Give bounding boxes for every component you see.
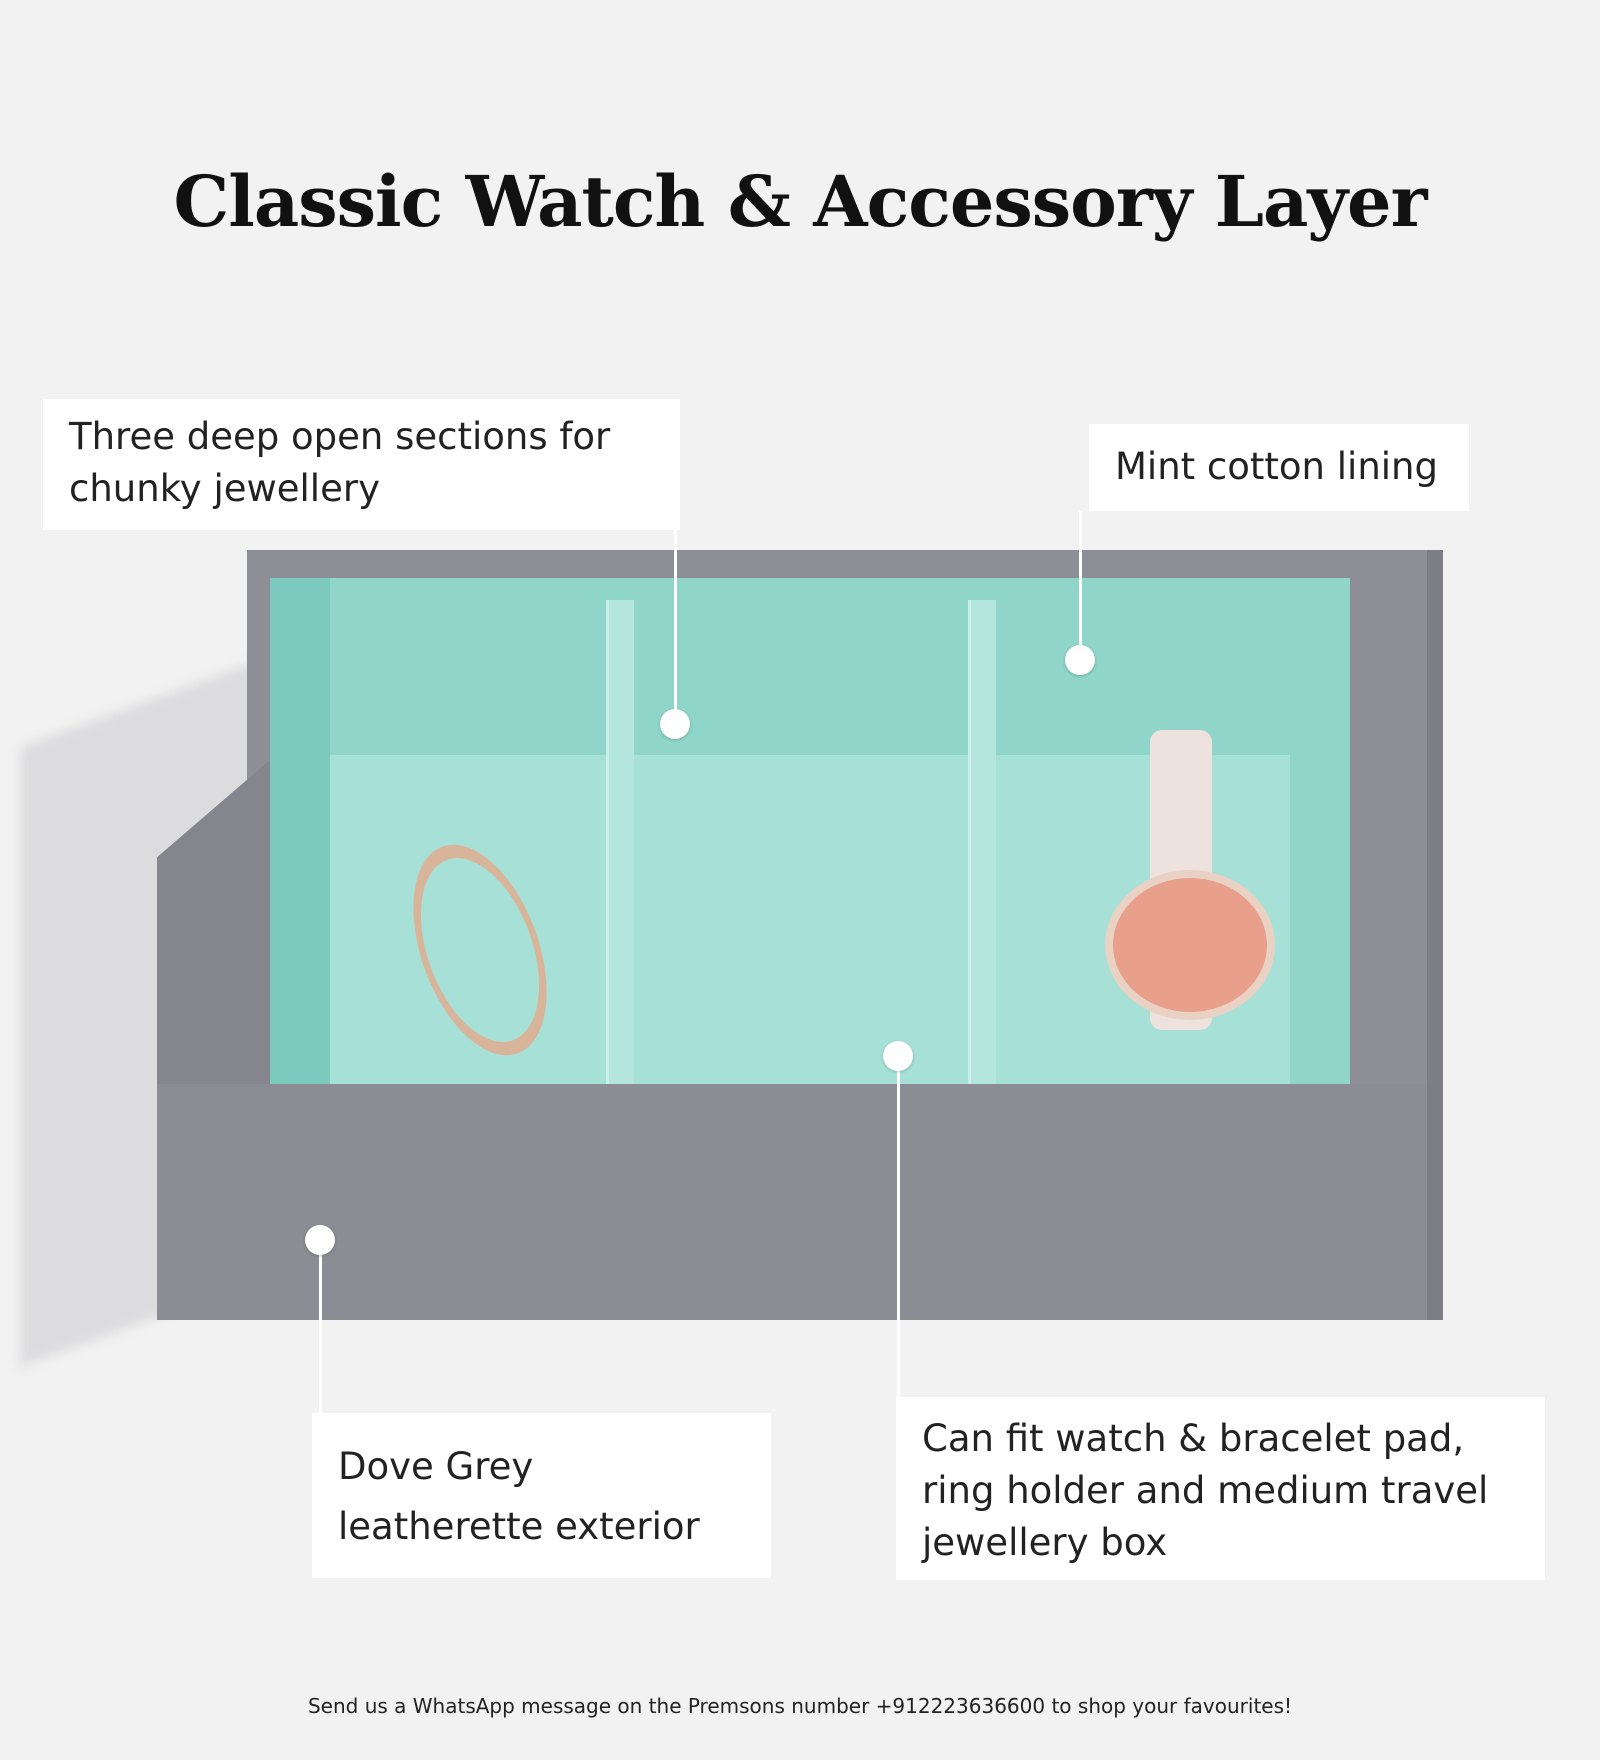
callout-text: chunky jewellery	[69, 467, 380, 510]
tray-divider	[606, 600, 634, 1084]
tray-inner-wall-left	[270, 578, 330, 1084]
callout-text: Mint cotton lining	[1115, 445, 1438, 488]
watch-face-image	[1105, 870, 1275, 1020]
callout-text: ring holder and medium travel	[922, 1469, 1489, 1512]
callout-line	[319, 1240, 322, 1413]
page-title: Classic Watch & Accessory Layer	[173, 160, 1428, 243]
callout-sections: Three deep open sections for chunky jewe…	[43, 399, 680, 530]
callout-text: Dove Grey	[338, 1445, 534, 1488]
tray-divider	[968, 600, 996, 1084]
callout-dot	[883, 1041, 913, 1071]
callout-text: Can fit watch & bracelet pad,	[922, 1417, 1465, 1460]
callout-dot	[660, 709, 690, 739]
callout-text: jewellery box	[922, 1521, 1168, 1564]
callout-line	[1079, 511, 1082, 660]
footer-note: Send us a WhatsApp message on the Premso…	[307, 1694, 1293, 1718]
tray-front	[157, 1084, 1427, 1320]
callout-text: leatherette exterior	[338, 1505, 700, 1548]
callout-lining: Mint cotton lining	[1089, 424, 1469, 511]
callout-line	[674, 530, 677, 724]
callout-exterior: Dove Grey leatherette exterior	[312, 1413, 771, 1578]
callout-dot	[305, 1225, 335, 1255]
callout-line	[897, 1056, 900, 1397]
callout-capacity: Can fit watch & bracelet pad, ring holde…	[896, 1397, 1545, 1580]
tray-right-side	[1427, 550, 1443, 1320]
callout-dot	[1065, 645, 1095, 675]
callout-text: Three deep open sections for	[69, 415, 611, 458]
